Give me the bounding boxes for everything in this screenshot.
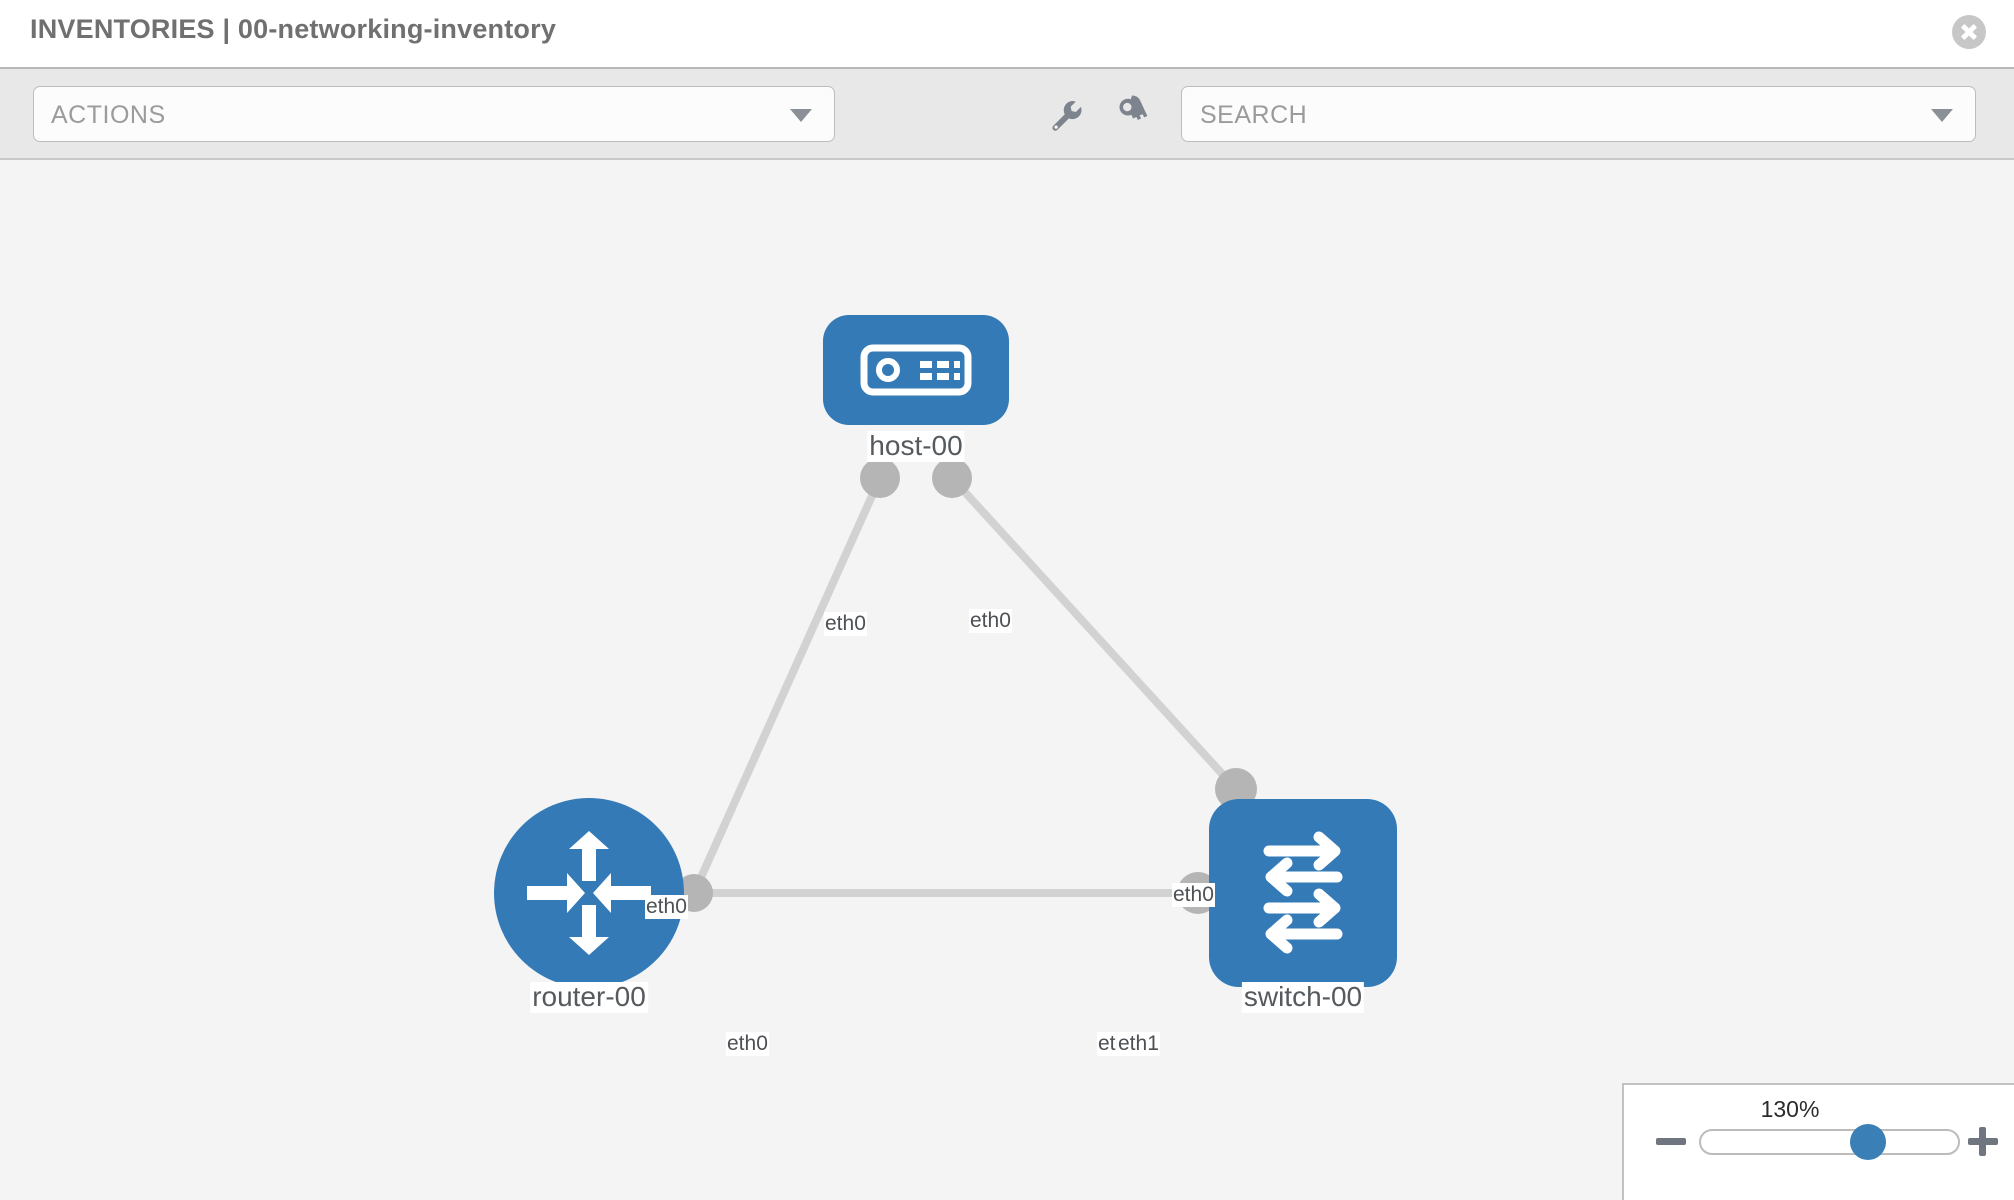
topology-canvas[interactable]: host-00 router-00 switch-00 eth0 eth0 et… [0,160,2014,1200]
chevron-down-icon [1931,109,1953,122]
toolbar: ACTIONS SEARCH [0,69,2014,160]
node-switch-00[interactable] [1209,799,1397,987]
node-router-00[interactable] [494,798,684,988]
node-host-00[interactable] [823,315,1009,425]
zoom-in-button[interactable] [1966,1124,2000,1158]
actions-dropdown-label: ACTIONS [51,101,166,129]
topology-graph[interactable] [0,160,2014,1200]
port-circle [932,458,972,498]
zoom-out-button[interactable] [1654,1124,1688,1158]
link-host00-switch00 [949,475,1239,792]
zoom-slider-thumb[interactable] [1850,1124,1886,1160]
topology-ports[interactable] [675,458,1257,914]
zoom-control-panel[interactable]: 130% [1622,1083,2014,1200]
close-icon[interactable] [1952,15,1986,49]
zoom-level-value: 130% [1760,1096,1820,1122]
page-title: INVENTORIES | 00-networking-inventory [30,14,557,44]
node-label-host-00: host-00 [867,430,965,462]
iface-label-switch00-eth1-trunk: eth1 [1117,1032,1160,1057]
search-placeholder: SEARCH [1200,101,1308,129]
node-label-switch-00: switch-00 [1241,981,1365,1013]
key-icon[interactable] [1112,95,1152,135]
search-input[interactable]: SEARCH [1181,86,1976,142]
node-label-router-00: router-00 [530,981,648,1013]
page-header: INVENTORIES | 00-networking-inventory [0,0,2014,69]
chevron-down-icon [790,109,812,122]
port-circle [860,458,900,498]
link-host00-router00 [690,476,884,895]
iface-label-router00-eth0-trunk: eth0 [726,1032,769,1057]
actions-dropdown[interactable]: ACTIONS [33,86,835,142]
iface-label-switch00-eth0-uplink: eth0 [1172,883,1215,908]
iface-label-host00-eth0-left: eth0 [824,612,867,637]
iface-label-host00-eth0-right: eth0 [969,609,1012,634]
wrench-icon[interactable] [1046,95,1086,135]
zoom-slider-track[interactable] [1699,1129,1960,1155]
topology-links [690,475,1239,897]
iface-label-router00-eth0-uplink: eth0 [645,895,688,920]
